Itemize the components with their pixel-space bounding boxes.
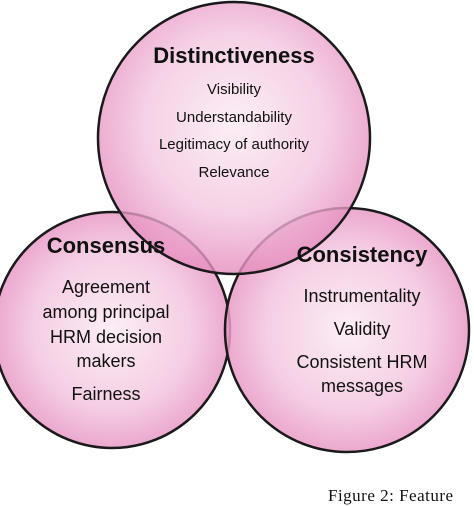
figure-caption: Figure 2: Feature [328, 486, 454, 505]
distinctiveness-item-legitimacy: Legitimacy of authority [159, 136, 310, 153]
consensus-item-hrm-decision: HRM decision [50, 327, 162, 347]
consistency-item-consistent-hrm: Consistent HRM [296, 352, 427, 372]
consensus-title: Consensus [47, 233, 166, 258]
distinctiveness-item-understandability: Understandability [176, 109, 292, 126]
consistency-item-instrumentality: Instrumentality [303, 286, 420, 306]
consensus-item-makers: makers [76, 351, 135, 371]
consistency-item-validity: Validity [334, 319, 391, 339]
distinctiveness-item-visibility: Visibility [207, 81, 261, 98]
distinctiveness-item-relevance: Relevance [199, 164, 270, 181]
consensus-item-among-principal: among principal [42, 302, 169, 322]
distinctiveness-title: Distinctiveness [153, 43, 314, 68]
consensus-item-agreement: Agreement [62, 277, 150, 297]
circles-group [0, 0, 471, 454]
circle-distinctiveness [96, 0, 372, 276]
consistency-title: Consistency [297, 242, 429, 267]
consensus-item-fairness: Fairness [71, 384, 140, 404]
consistency-item-messages: messages [321, 376, 403, 396]
